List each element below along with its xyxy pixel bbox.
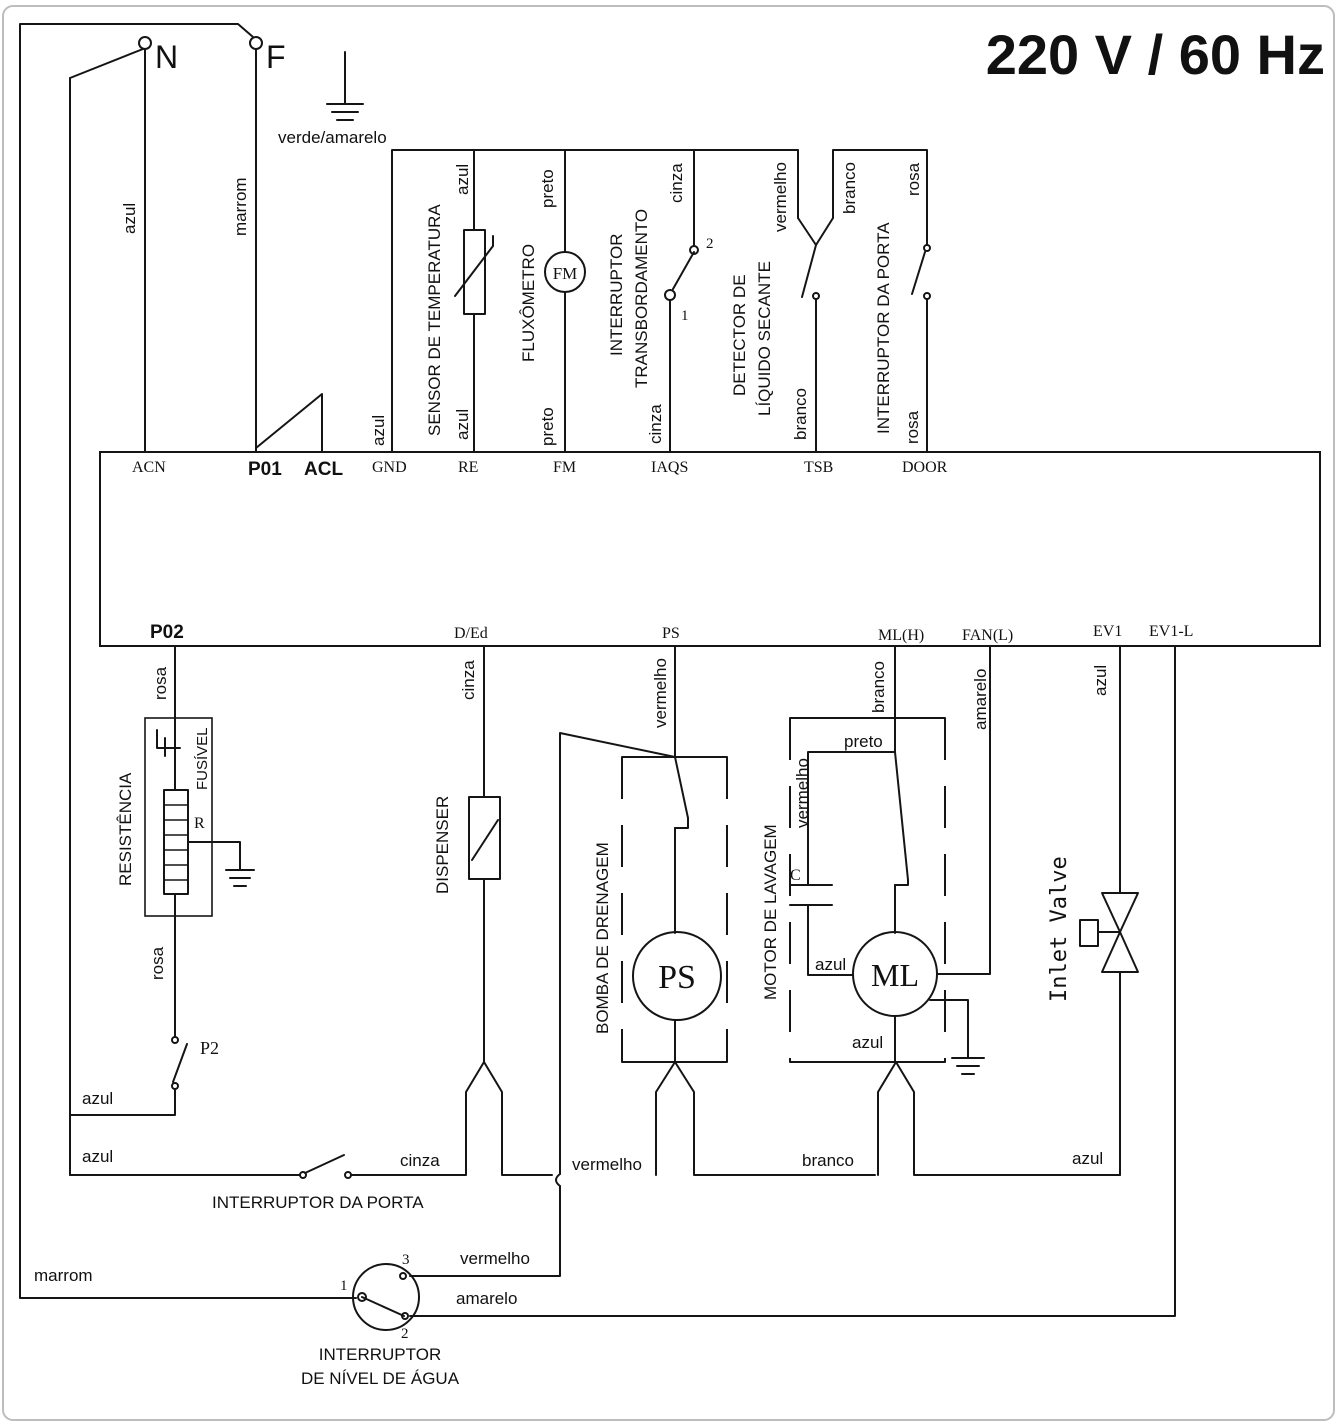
pin-door: DOOR bbox=[902, 459, 948, 476]
azul-valve-bottom-label: azul bbox=[1072, 1149, 1103, 1168]
branco-bottom-label: branco bbox=[802, 1151, 854, 1170]
cinza-dispenser-label: cinza bbox=[459, 660, 478, 700]
vermelho-ps-label: vermelho bbox=[651, 658, 670, 728]
neutral-label: N bbox=[155, 39, 178, 75]
drain-pump bbox=[409, 645, 876, 1277]
overflow-pin-1: 1 bbox=[681, 308, 689, 324]
amarelo-level-label: amarelo bbox=[456, 1289, 517, 1308]
inlet-valve bbox=[409, 645, 1176, 1317]
svg-text:azul: azul bbox=[453, 409, 472, 440]
pin-ps: PS bbox=[662, 625, 680, 642]
level-pin-3: 3 bbox=[402, 1252, 410, 1268]
flowmeter bbox=[544, 149, 586, 453]
heater-r-label: R bbox=[194, 815, 205, 832]
overflow-switch bbox=[664, 149, 699, 453]
pin-re: RE bbox=[458, 459, 478, 476]
azul-door-label: azul bbox=[82, 1147, 113, 1166]
azul-ev1-label: azul bbox=[1091, 665, 1110, 696]
pin-acl: ACL bbox=[304, 459, 343, 480]
control-board bbox=[99, 451, 1321, 647]
phase-label: F bbox=[266, 39, 286, 75]
pin-ded: D/Ed bbox=[454, 625, 488, 642]
temperature-sensor bbox=[454, 149, 494, 453]
azul-ml-bottom-label: azul bbox=[852, 1033, 883, 1052]
svg-text:SENSOR DE TEMPERATURA: SENSOR DE TEMPERATURA bbox=[425, 204, 444, 436]
supply-wiring bbox=[19, 23, 928, 1299]
wash-motor-symbol: ML bbox=[871, 957, 919, 993]
svg-text:rosa: rosa bbox=[904, 162, 923, 196]
pin-p02: P02 bbox=[150, 622, 184, 643]
pin-tsb: TSB bbox=[804, 459, 833, 476]
wash-motor-label: MOTOR DE LAVAGEM bbox=[761, 824, 780, 1000]
svg-text:TRANSBORDAMENTO: TRANSBORDAMENTO bbox=[632, 209, 651, 388]
svg-text:vermelho: vermelho bbox=[771, 162, 790, 232]
svg-text:INTERRUPTOR DA PORTA: INTERRUPTOR DA PORTA bbox=[874, 222, 893, 434]
dispenser bbox=[468, 645, 501, 1063]
vermelho-ml-label: vermelho bbox=[793, 758, 812, 828]
rosa-bottom-label: rosa bbox=[148, 946, 167, 980]
level-pin-1: 1 bbox=[340, 1278, 348, 1294]
svg-text:FLUXÔMETRO: FLUXÔMETRO bbox=[519, 244, 538, 362]
vermelho-bottom-label: vermelho bbox=[572, 1155, 642, 1174]
level-pin-2: 2 bbox=[401, 1326, 409, 1342]
azul-p2-label: azul bbox=[82, 1089, 113, 1108]
door-switch-top bbox=[911, 244, 931, 453]
svg-text:preto: preto bbox=[538, 169, 557, 208]
svg-text:branco: branco bbox=[791, 388, 810, 440]
pin-gnd: GND bbox=[372, 459, 407, 476]
door-switch-bottom-label: INTERRUPTOR DA PORTA bbox=[212, 1193, 424, 1212]
svg-text:INTERRUPTOR: INTERRUPTOR bbox=[607, 234, 626, 356]
svg-text:cinza: cinza bbox=[667, 163, 686, 203]
p2-label: P2 bbox=[200, 1038, 219, 1058]
flowmeter-symbol: FM bbox=[553, 264, 578, 283]
svg-text:azul: azul bbox=[453, 164, 472, 195]
drain-pump-label: BOMBA DE DRENAGEM bbox=[593, 842, 612, 1034]
overflow-pin-2: 2 bbox=[706, 236, 714, 252]
svg-text:marrom: marrom bbox=[231, 177, 250, 236]
heater-circuit bbox=[69, 645, 255, 1116]
marrom-label: marrom bbox=[34, 1266, 93, 1285]
dispenser-label: DISPENSER bbox=[433, 796, 452, 894]
level-switch-label-2: DE NÍVEL DE ÁGUA bbox=[301, 1369, 460, 1388]
svg-text:azul: azul bbox=[120, 203, 139, 234]
heater-label: RESISTÊNCIA bbox=[116, 772, 135, 886]
svg-text:azul: azul bbox=[369, 415, 388, 446]
svg-text:rosa: rosa bbox=[903, 410, 922, 444]
pin-iaqs: IAQS bbox=[651, 459, 688, 476]
diagram-frame bbox=[2, 5, 1335, 1421]
inlet-valve-label: Inlet Valve bbox=[1047, 856, 1072, 1002]
pin-acn: ACN bbox=[132, 459, 166, 476]
ground-wire-label: verde/amarelo bbox=[278, 128, 387, 147]
pin-mlh: ML(H) bbox=[878, 627, 924, 644]
capacitor-label: C bbox=[790, 867, 801, 884]
svg-text:LÍQUIDO SECANTE: LÍQUIDO SECANTE bbox=[755, 261, 774, 416]
vermelho-level-label: vermelho bbox=[460, 1249, 530, 1268]
pin-fanl: FAN(L) bbox=[962, 627, 1013, 644]
pin-ev1l: EV1-L bbox=[1149, 623, 1193, 640]
preto-ml-label: preto bbox=[844, 732, 883, 751]
azul-ml-left-label: azul bbox=[815, 955, 846, 974]
svg-text:DETECTOR DE: DETECTOR DE bbox=[730, 274, 749, 396]
water-level-switch bbox=[344, 1263, 420, 1331]
svg-text:preto: preto bbox=[538, 407, 557, 446]
rinse-aid-detector bbox=[797, 217, 834, 453]
svg-text:branco: branco bbox=[840, 162, 859, 214]
top-labels: azul marrom azul SENSOR DE TEMPERATURA a… bbox=[120, 162, 923, 446]
rosa-top-label: rosa bbox=[151, 666, 170, 700]
fuse-label: FUSÍVEL bbox=[194, 727, 211, 790]
svg-text:cinza: cinza bbox=[646, 404, 665, 444]
branco-ml-label: branco bbox=[869, 661, 888, 713]
amarelo-fan-label: amarelo bbox=[971, 669, 990, 730]
cinza-bottom-label: cinza bbox=[400, 1151, 440, 1170]
pin-ev1: EV1 bbox=[1093, 623, 1122, 640]
pin-fm: FM bbox=[553, 459, 576, 476]
level-switch-label-1: INTERRUPTOR bbox=[319, 1345, 441, 1364]
wash-motor bbox=[789, 645, 1121, 1176]
drain-pump-symbol: PS bbox=[658, 959, 696, 996]
door-switch-bottom bbox=[69, 1061, 553, 1179]
page-title: 220 V / 60 Hz bbox=[986, 23, 1325, 86]
pin-p01: P01 bbox=[248, 459, 282, 480]
